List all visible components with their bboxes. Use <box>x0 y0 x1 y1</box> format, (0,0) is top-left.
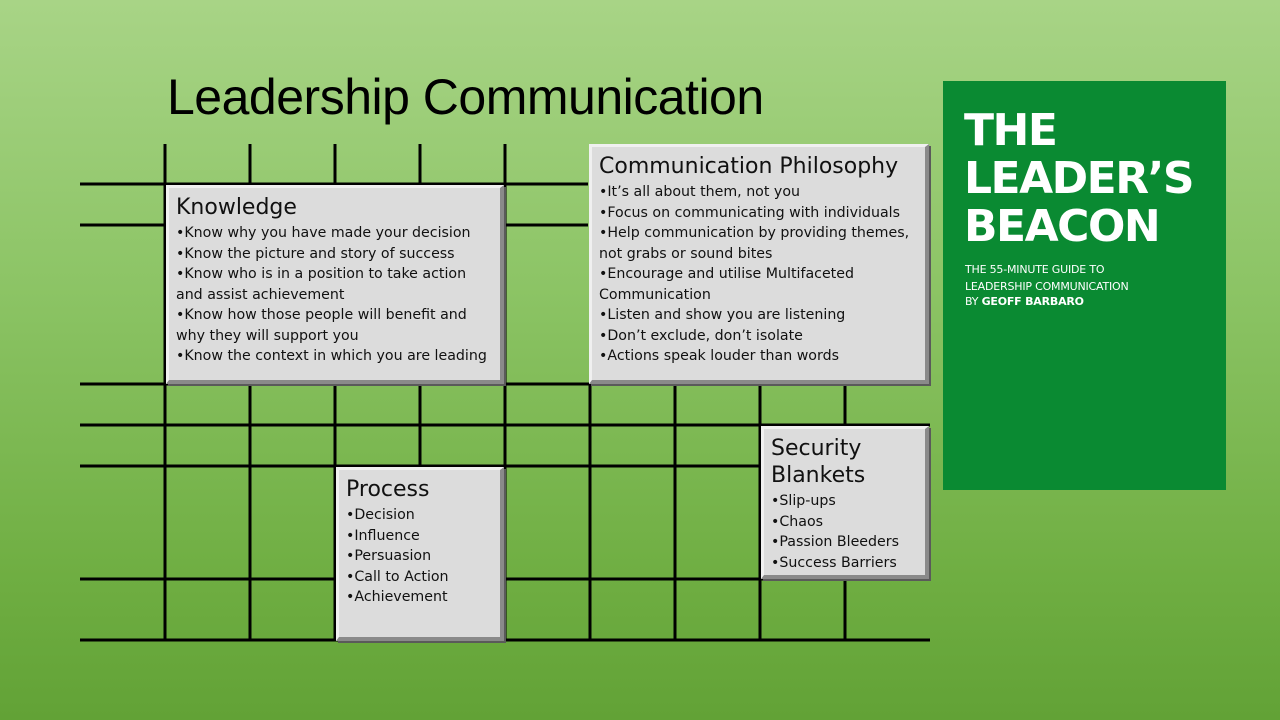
philosophy-heading: Communication Philosophy <box>599 154 899 179</box>
list-item: Know the context in which you are leadin… <box>176 346 493 367</box>
slide-title: Leadership Communication <box>167 69 764 125</box>
list-item: Know the picture and story of success <box>176 244 493 265</box>
list-item: It’s all about them, not you <box>599 182 918 203</box>
book-title-line: LEADER’S <box>964 153 1195 204</box>
list-item: Know how those people will benefit and w… <box>176 305 493 346</box>
list-item: Persuasion <box>346 546 493 567</box>
book-subtitle: THE 55-MINUTE GUIDE TO LEADERSHIP COMMUN… <box>965 261 1129 295</box>
list-item: Encourage and utilise Multifaceted Commu… <box>599 264 918 305</box>
list-item: Success Barriers <box>771 553 918 574</box>
book-subtitle-line: THE 55-MINUTE GUIDE TO <box>965 263 1105 276</box>
book-author: BY GEOFF BARBARO <box>965 295 1084 308</box>
list-item: Know who is in a position to take action… <box>176 264 493 305</box>
book-author-name: GEOFF BARBARO <box>981 295 1084 308</box>
knowledge-box: Knowledge Know why you have made your de… <box>166 185 504 384</box>
security-blankets-box: Security Blankets Slip-ups Chaos Passion… <box>761 426 929 579</box>
process-heading: Process <box>346 477 430 502</box>
list-item: Focus on communicating with individuals <box>599 203 918 224</box>
book-title-line: THE <box>964 105 1058 156</box>
philosophy-list: It’s all about them, not you Focus on co… <box>599 182 918 367</box>
list-item: Listen and show you are listening <box>599 305 918 326</box>
book-subtitle-line: LEADERSHIP COMMUNICATION <box>965 280 1129 293</box>
list-item: Chaos <box>771 512 918 533</box>
list-item: Influence <box>346 526 493 547</box>
list-item: Help communication by providing themes, … <box>599 223 918 264</box>
book-title: THE LEADER’S BEACON <box>964 105 1195 252</box>
list-item: Decision <box>346 505 493 526</box>
security-heading: Security Blankets <box>771 436 866 488</box>
communication-philosophy-box: Communication Philosophy It’s all about … <box>589 144 929 384</box>
book-author-prefix: BY <box>965 295 982 308</box>
book-cover: THE LEADER’S BEACON THE 55-MINUTE GUIDE … <box>943 81 1226 490</box>
process-box: Process Decision Influence Persuasion Ca… <box>336 467 504 641</box>
list-item: Passion Bleeders <box>771 532 918 553</box>
list-item: Know why you have made your decision <box>176 223 493 244</box>
knowledge-list: Know why you have made your decision Kno… <box>176 223 493 367</box>
list-item: Achievement <box>346 587 493 608</box>
security-list: Slip-ups Chaos Passion Bleeders Success … <box>771 491 918 573</box>
list-item: Slip-ups <box>771 491 918 512</box>
book-title-line: BEACON <box>964 201 1161 252</box>
knowledge-heading: Knowledge <box>176 195 297 220</box>
list-item: Actions speak louder than words <box>599 346 918 367</box>
process-list: Decision Influence Persuasion Call to Ac… <box>346 505 493 608</box>
list-item: Call to Action <box>346 567 493 588</box>
list-item: Don’t exclude, don’t isolate <box>599 326 918 347</box>
